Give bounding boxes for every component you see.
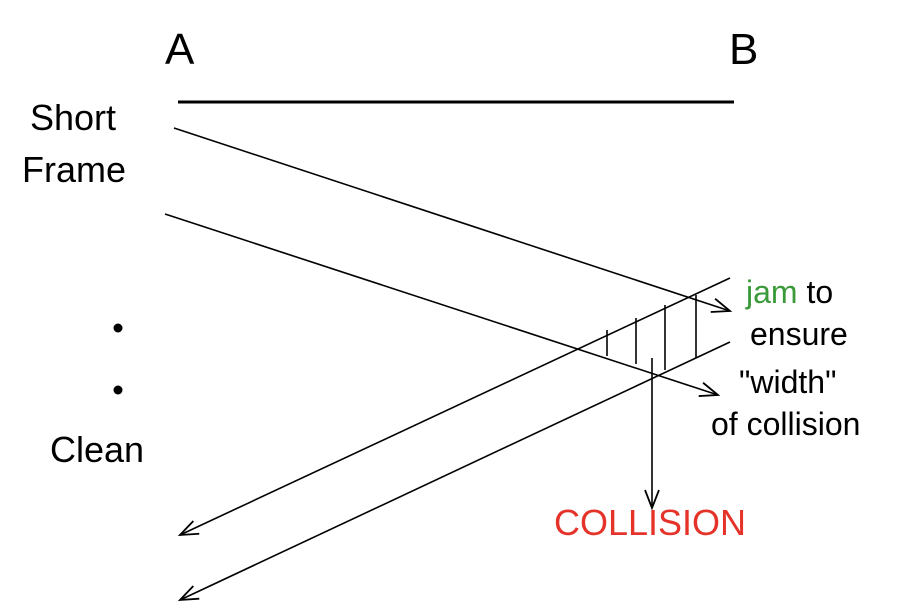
ellipsis-dot	[113, 323, 123, 333]
frame-end-signal	[164, 213, 718, 395]
width-label: "width"	[739, 364, 837, 400]
ensure-label: ensure	[750, 316, 848, 352]
jam-to-word: to	[806, 274, 834, 310]
frame-start-signal	[173, 127, 730, 311]
jam-start-signal	[180, 277, 731, 535]
station-a-label: A	[165, 25, 195, 74]
ellipsis-dot	[113, 385, 123, 395]
clean-label: Clean	[50, 429, 145, 470]
short-frame-label-line1: Short	[30, 97, 117, 138]
jam-end-signal	[180, 341, 731, 600]
of-collision-label: of collision	[711, 406, 861, 442]
jam-annotation-line1: jam to	[746, 276, 833, 308]
jam-word: jam	[746, 274, 798, 310]
station-b-label: B	[729, 25, 759, 74]
short-frame-label-line2: Frame	[22, 149, 127, 190]
collision-label: COLLISION	[554, 502, 747, 543]
